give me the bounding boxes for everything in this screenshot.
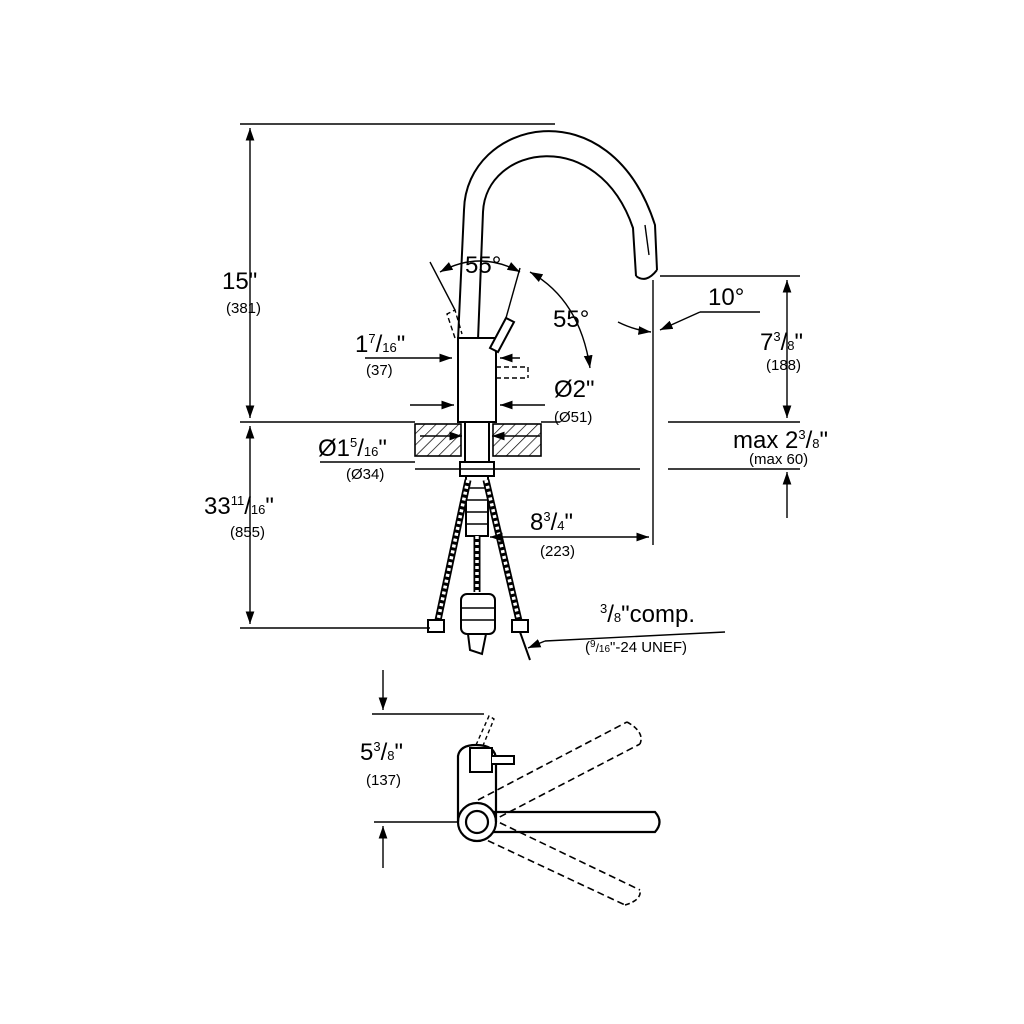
frac-whole: max 2 [733, 427, 799, 454]
frac-whole: Ø1 [318, 435, 351, 462]
hose-weight [460, 593, 496, 635]
dim-spout-clearance-metric: (188) [766, 358, 801, 373]
frac-den: 8 [787, 338, 795, 353]
frac-den: 8 [812, 436, 820, 451]
dim-metric: (max 60) [749, 451, 809, 468]
dim-base-diameter: Ø2" [554, 378, 595, 402]
dim-lever-offset: 17/16" [355, 331, 406, 358]
frac-den: 16 [363, 444, 379, 459]
frac-den: 16 [250, 502, 266, 517]
dim-value: Ø2" [554, 376, 595, 403]
frac-num: 7 [368, 331, 376, 346]
frac-num: 3 [773, 329, 781, 344]
dim-metric: (855) [230, 524, 266, 541]
dim-base-diameter-metric: (Ø51) [554, 410, 592, 425]
dim-top-view-height: 53/8" [360, 739, 404, 766]
frac-whole: 33 [204, 493, 231, 520]
top-spout [470, 810, 661, 834]
dim-top-view-height-metric: (137) [366, 773, 401, 788]
frac-whole: 8 [530, 509, 544, 536]
shank [464, 421, 490, 463]
dim-connection-thread: (9/16"-24 UNEF) [585, 639, 688, 656]
dim-lever-angle-right: 55° [553, 308, 589, 332]
frac-quote: " [394, 739, 404, 766]
dim-lever-offset-metric: (37) [366, 363, 393, 378]
faucet-body [457, 337, 497, 423]
dim-hose-length: 3311/16" [204, 493, 274, 520]
dim-deck-thickness: max 23/8" [733, 427, 829, 454]
dim-metric: (223) [540, 543, 576, 560]
frac-den: 8 [387, 748, 395, 763]
frac-num: 3 [798, 427, 806, 442]
angle-value: 55° [553, 306, 590, 333]
frac-whole: 7 [760, 329, 774, 356]
frac-num: 3 [373, 739, 381, 754]
frac-suffix: "comp. [621, 601, 696, 628]
frac-den: 8 [613, 610, 622, 625]
dim-hose-length-metric: (855) [230, 525, 265, 540]
dim-value: 15" [222, 268, 258, 295]
frac-quote: " [564, 509, 574, 536]
faucet-top-view [372, 670, 661, 906]
paren-open: ( [585, 639, 590, 656]
frac-num: 3 [600, 601, 608, 616]
angle-value: 10° [708, 284, 745, 311]
lever [488, 316, 516, 354]
dim-hole-diameter-metric: (Ø34) [346, 467, 384, 482]
lever-alt-right [496, 366, 529, 379]
dim-lever-angle-left: 55° [465, 254, 501, 278]
frac-den: 4 [557, 518, 565, 533]
dim-metric: (37) [366, 362, 393, 379]
faucet-side-view [414, 130, 658, 661]
frac-quote: " [819, 427, 829, 454]
dim-metric: (381) [226, 300, 262, 317]
spout-inner [477, 155, 637, 341]
frac-quote: " [265, 493, 274, 520]
thread-spec: "-24 UNEF) [610, 639, 688, 656]
frac-den: 16 [382, 340, 397, 355]
dim-height-total-metric: (381) [226, 301, 261, 316]
dim-spout-reach: 83/4" [530, 509, 574, 536]
frac-den: 16 [598, 644, 611, 655]
dim-spout-clearance: 73/8" [760, 329, 804, 356]
frac-num: 5 [350, 435, 358, 450]
dim-connection: 3/8"comp. [600, 601, 696, 628]
frac-quote: " [396, 331, 406, 358]
deck-right [492, 423, 542, 457]
lever-alt-left [446, 308, 463, 339]
dim-deck-thickness-metric: (max 60) [749, 452, 808, 467]
dim-hole-diameter: Ø15/16" [318, 435, 387, 462]
deck-left [414, 423, 462, 457]
dim-height-total: 15" [222, 270, 257, 294]
spout-outer [457, 130, 658, 341]
dimension-lines [240, 123, 800, 649]
frac-quote: " [794, 329, 804, 356]
frac-num: 11 [230, 493, 245, 508]
frac-num: 3 [543, 509, 551, 524]
dim-metric: (Ø34) [346, 466, 385, 483]
spray-head [635, 269, 658, 280]
dim-spout-reach-metric: (223) [540, 544, 575, 559]
angle-value: 55° [465, 252, 502, 279]
dim-metric: (Ø51) [554, 409, 593, 426]
frac-whole: 1 [355, 331, 369, 358]
dim-spray-angle: 10° [708, 286, 744, 310]
frac-num: 9 [590, 639, 596, 650]
dim-metric: (137) [366, 772, 402, 789]
dim-metric: (188) [766, 357, 802, 374]
frac-quote: " [378, 435, 387, 462]
frac-whole: 5 [360, 739, 374, 766]
